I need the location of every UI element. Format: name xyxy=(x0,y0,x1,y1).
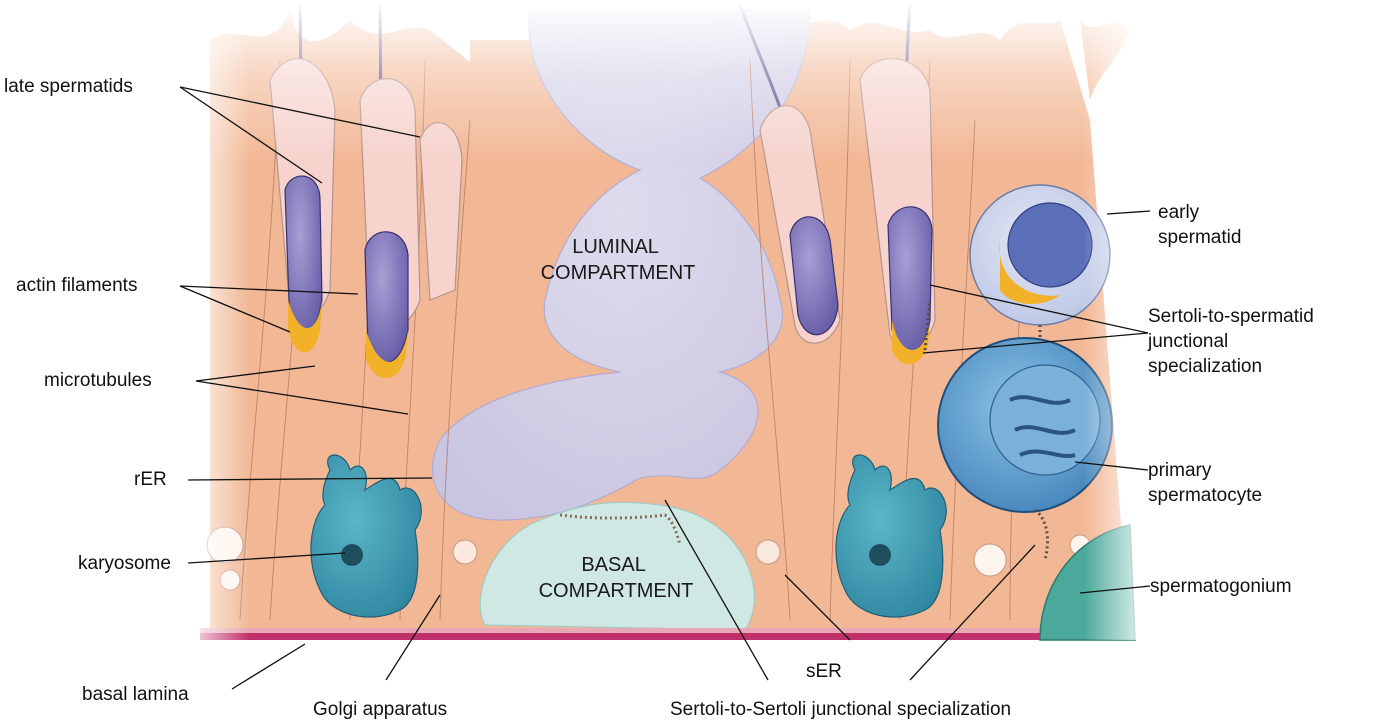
sertoli-to-spermatid-line3: specialization xyxy=(1148,356,1262,377)
label-basal-lamina: basal lamina xyxy=(82,684,189,705)
sertoli-to-spermatid-line2: junctional xyxy=(1147,331,1228,352)
label-early-spermatid: early spermatid xyxy=(1158,202,1241,248)
sertoli-to-spermatid-line1: Sertoli-to-spermatid xyxy=(1148,306,1314,327)
label-actin-filaments: actin filaments xyxy=(16,275,137,296)
label-sertoli-to-sertoli: Sertoli-to-Sertoli junctional specializa… xyxy=(670,699,1011,720)
label-golgi-apparatus: Golgi apparatus xyxy=(313,699,447,720)
luminal-label-line2: COMPARTMENT xyxy=(541,262,696,284)
primary-spermatocyte-line2: spermatocyte xyxy=(1148,485,1262,506)
basal-label-line1: BASAL xyxy=(581,554,645,576)
primary-spermatocyte-line1: primary xyxy=(1148,460,1212,481)
luminal-label-line1: LUMINAL xyxy=(572,236,659,258)
label-spermatogonium: spermatogonium xyxy=(1150,576,1292,597)
label-sertoli-to-spermatid: Sertoli-to-spermatid junctional speciali… xyxy=(1147,306,1319,377)
label-rer: rER xyxy=(134,469,167,490)
label-late-spermatids: late spermatids xyxy=(4,76,133,97)
early-spermatid-line2: spermatid xyxy=(1158,227,1241,248)
left-fade xyxy=(190,0,390,640)
label-microtubules: microtubules xyxy=(44,370,152,391)
early-spermatid-line1: early xyxy=(1158,202,1200,223)
label-karyosome: karyosome xyxy=(78,553,171,574)
basal-label-line2: COMPARTMENT xyxy=(539,580,694,602)
label-primary-spermatocyte: primary spermatocyte xyxy=(1148,460,1262,506)
label-ser: sER xyxy=(806,661,842,682)
right-fade xyxy=(960,0,1150,640)
